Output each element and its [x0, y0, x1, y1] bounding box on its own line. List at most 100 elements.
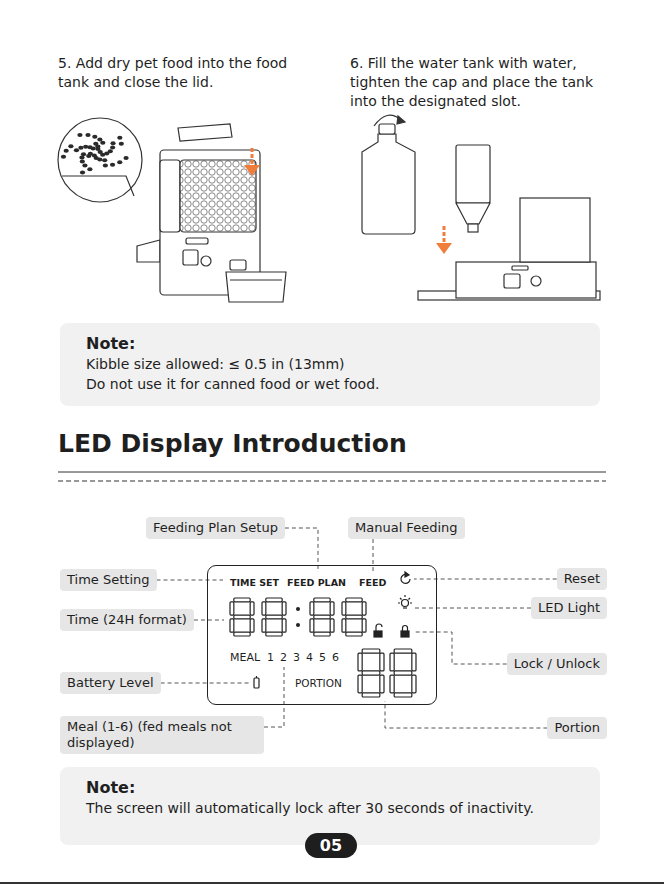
kibble — [68, 144, 73, 148]
digit-segment — [362, 693, 380, 697]
digit-segment — [234, 632, 250, 636]
rule-line — [58, 481, 606, 482]
kibble — [95, 147, 100, 151]
kibble — [61, 155, 66, 159]
digit-segment — [394, 671, 412, 675]
leader-line — [373, 539, 374, 572]
kibble — [102, 158, 107, 162]
digit-segment — [380, 675, 384, 693]
label-text: Reset — [564, 571, 600, 587]
kibble — [81, 152, 86, 156]
magnifier-detail — [58, 118, 142, 202]
digit-segment — [234, 598, 250, 602]
page-edge — [0, 882, 664, 884]
kibble — [80, 160, 85, 164]
digit-segment — [330, 602, 334, 615]
digit-segment — [412, 653, 416, 671]
digit-segment — [262, 602, 266, 615]
note-box: Note:Kibble size allowed: ≤ 0.5 in (13mm… — [60, 323, 600, 406]
digit-segment — [390, 675, 394, 693]
kibble — [100, 153, 105, 157]
digit-segment — [362, 671, 380, 675]
digit-segment — [310, 602, 314, 615]
leader-line — [385, 701, 547, 728]
digit-segment — [362, 602, 366, 615]
kibble — [74, 148, 79, 152]
kibble — [97, 137, 102, 141]
display-icons — [254, 572, 412, 688]
note-text: Kibble size allowed: ≤ 0.5 in (13mm) — [86, 354, 574, 374]
kibble — [64, 149, 69, 153]
kibble — [91, 147, 96, 151]
label-text: 05 — [305, 833, 357, 858]
led-display: TIME SETFEED PLANFEEDMEAL1 2 3 4 5 6PORT… — [207, 565, 437, 705]
digit-segment — [230, 619, 234, 632]
kibble — [82, 164, 87, 168]
callout-label: Manual Feeding — [348, 517, 465, 539]
kibble — [87, 167, 92, 171]
kibble — [80, 171, 85, 175]
callout-label: Reset — [557, 568, 607, 590]
note-heading: Note: — [86, 333, 574, 354]
label-text: Portion — [554, 720, 600, 736]
kibble — [103, 164, 108, 168]
label-text: Time Setting — [67, 572, 150, 588]
digit-segment — [234, 615, 250, 619]
callout-label: Time (24H format) — [60, 609, 194, 631]
digit-segment — [346, 615, 362, 619]
display-label: 1 2 3 4 5 6 — [267, 651, 339, 664]
label-text: Battery Level — [67, 675, 154, 691]
water-bottle-figure — [362, 115, 415, 234]
label-text: Lock / Unlock — [514, 656, 600, 672]
digit-segment — [342, 619, 346, 632]
callout-label: Lock / Unlock — [507, 653, 607, 675]
digit-segment — [342, 602, 346, 615]
kibble — [110, 141, 115, 145]
kibble — [119, 142, 124, 146]
digit-segment — [394, 693, 412, 697]
display-label: TIME SET — [230, 576, 279, 589]
callout-label: Time Setting — [60, 569, 157, 591]
note-text: Do not use it for canned food or wet foo… — [86, 374, 574, 394]
kibble — [123, 156, 128, 160]
note-heading: Note: — [86, 777, 574, 798]
callout-label: LED Light — [531, 597, 607, 619]
kibble — [78, 146, 83, 150]
leader-line — [157, 580, 224, 581]
digit-segment — [362, 649, 380, 653]
digit-segment — [282, 602, 286, 615]
leader-line — [414, 579, 557, 580]
callout-label: Feeding Plan Setup — [146, 517, 285, 539]
kibble — [110, 146, 115, 150]
food-feeder-figure — [137, 124, 286, 302]
kibble — [100, 141, 105, 145]
display-label: FEED PLAN — [287, 576, 346, 589]
down-arrow — [436, 226, 452, 254]
callout-label: Portion — [547, 717, 607, 739]
digit-segment — [362, 619, 366, 632]
digit-segment — [358, 653, 362, 671]
rule-line — [58, 472, 606, 473]
seven-segment-digits — [230, 598, 416, 697]
digit-segment — [346, 632, 362, 636]
water-feeder-figure — [418, 145, 600, 300]
step-text: 6. Fill the water tank with water, tight… — [350, 54, 612, 111]
kibble — [117, 136, 122, 140]
digit-segment — [310, 619, 314, 632]
kibble — [77, 133, 82, 137]
label-text: Time (24H format) — [67, 612, 187, 628]
kibble — [92, 154, 97, 158]
down-arrow — [244, 148, 260, 176]
digit-segment — [314, 632, 330, 636]
leader-line — [414, 632, 507, 664]
callout-label: Battery Level — [60, 672, 161, 694]
digit-segment — [230, 602, 234, 615]
digit-segment — [346, 598, 362, 602]
digit-segment — [330, 619, 334, 632]
leader-line — [264, 667, 284, 727]
label-text: Meal (1-6) (fed meals not displayed) — [67, 719, 257, 751]
digit-segment — [266, 632, 282, 636]
digit-segment — [314, 598, 330, 602]
note-text: The screen will automatically lock after… — [86, 798, 574, 818]
label-text: Feeding Plan Setup — [153, 520, 278, 536]
